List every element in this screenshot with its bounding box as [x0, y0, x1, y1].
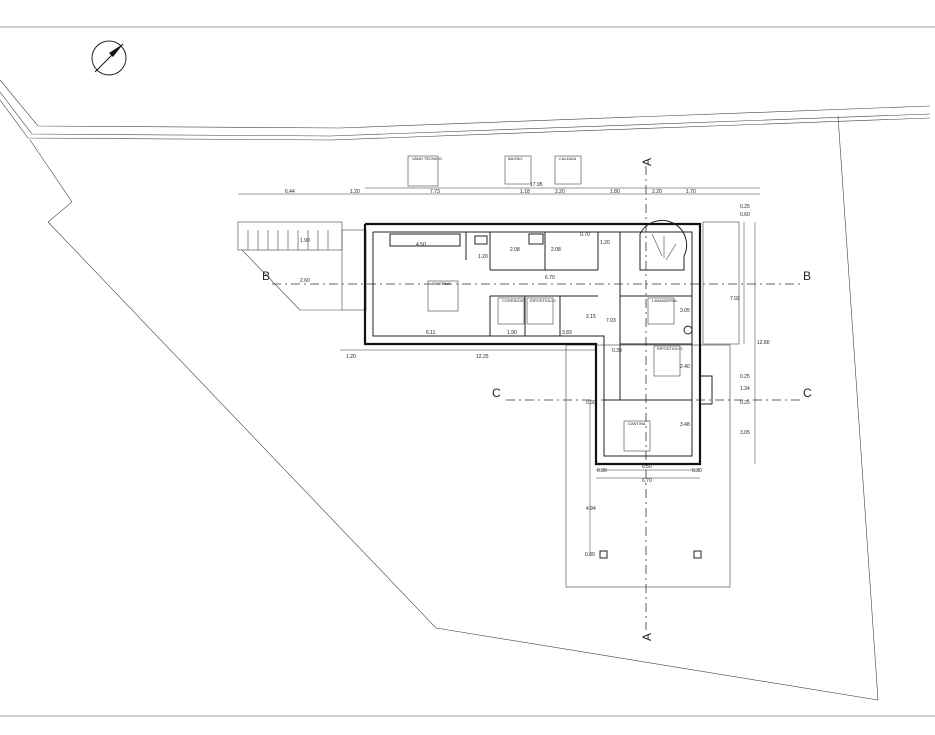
room-label: CORRIDOIO: [502, 298, 525, 303]
dimension-label: 1.20: [346, 354, 356, 360]
dimension-label: 6.11: [426, 330, 436, 336]
dimension-label: 6.50: [642, 464, 652, 470]
dimension-label: 7.03: [606, 318, 616, 324]
dimension-label: 2.08: [551, 247, 561, 253]
dimension-label: 3.48: [680, 422, 690, 428]
room-label: CALDAIA: [559, 156, 576, 161]
dimension-label: 0.25: [740, 204, 750, 210]
pillar-right: [693, 550, 702, 559]
dimension-label: 2.15: [586, 314, 596, 320]
dimension-label: 0.60: [740, 212, 750, 218]
room-label: LAVANDERIA: [652, 298, 677, 303]
dimension-label: 7.73: [430, 189, 440, 195]
dimension-label: 2.08: [510, 247, 520, 253]
dimension-label: 1.18: [520, 189, 530, 195]
dimension-lines: [238, 187, 760, 556]
dimension-label: 7.92: [730, 296, 740, 302]
dimension-label: 3.05: [740, 430, 750, 436]
dimension-texts: 17.95 6.44 1.20 7.73 1.18 2.20 1.80 2.20…: [285, 182, 770, 558]
dimension-label: 1.34: [740, 386, 750, 392]
dimension-label: 3.83: [562, 330, 572, 336]
dimension-label: 0.30: [586, 400, 596, 406]
pillar-left: [599, 550, 608, 559]
dimension-label: 1.20: [600, 240, 610, 246]
road-boundary: [0, 79, 931, 141]
room-label: RIPOSTIGLIO: [657, 346, 683, 351]
dimension-label: 1.70: [686, 189, 696, 195]
dimension-label: 3.05: [680, 308, 690, 314]
room-label: VANO TECNICO: [412, 156, 442, 161]
dimension-label: 0.38: [612, 348, 622, 354]
dimension-label: 0.25: [740, 400, 750, 406]
room-label: TAVERNA: [432, 281, 451, 286]
dimension-label: 6.70: [642, 478, 652, 484]
dimension-label: 0.30: [585, 552, 595, 558]
building-walls: [363, 219, 713, 466]
room-label: BAGNO: [508, 156, 522, 161]
dimension-label: 0.30: [597, 468, 607, 474]
dimension-label: 6.70: [545, 275, 555, 281]
lot-boundary: [29, 115, 879, 701]
room-label: RIPOSTIGLIO: [530, 298, 556, 303]
section-label-b-left: B: [262, 269, 270, 283]
left-entrance-steps: [237, 221, 367, 311]
room-labels: VANO TECNICO BAGNO CALDAIA TAVERNA CORRI…: [407, 155, 683, 452]
dimension-label: 2.20: [555, 189, 565, 195]
section-label-c-right: C: [803, 386, 812, 400]
dimension-label: 2.60: [300, 278, 310, 284]
dimension-label: 2.20: [652, 189, 662, 195]
dimension-label: 17.95: [530, 182, 543, 188]
dimension-label: 6.44: [285, 189, 295, 195]
dimension-label: 2.40: [680, 364, 690, 370]
dimension-label: 4.50: [416, 242, 426, 248]
dimension-label: 0.70: [580, 232, 590, 238]
room-label: CANTINA: [628, 421, 646, 426]
dimension-label: 1.90: [300, 238, 310, 244]
section-label-c-left: C: [492, 386, 501, 400]
section-label-a-bottom: A: [640, 633, 654, 641]
dimension-label: 12.80: [757, 340, 770, 346]
dimension-label: 12.25: [476, 354, 489, 360]
dimension-label: 1.20: [478, 254, 488, 260]
north-arrow-icon: [91, 40, 127, 76]
dimension-label: 0.25: [740, 374, 750, 380]
dimension-label: 4.94: [586, 506, 596, 512]
dimension-label: 0.30: [692, 468, 702, 474]
lower-paved-area: [565, 344, 731, 588]
dimension-label: 1.80: [610, 189, 620, 195]
section-label-a-top: A: [640, 158, 654, 166]
dimension-label: 1.90: [507, 330, 517, 336]
right-terrace: [702, 221, 740, 345]
dimension-label: 1.20: [350, 189, 360, 195]
section-label-b-right: B: [803, 269, 811, 283]
